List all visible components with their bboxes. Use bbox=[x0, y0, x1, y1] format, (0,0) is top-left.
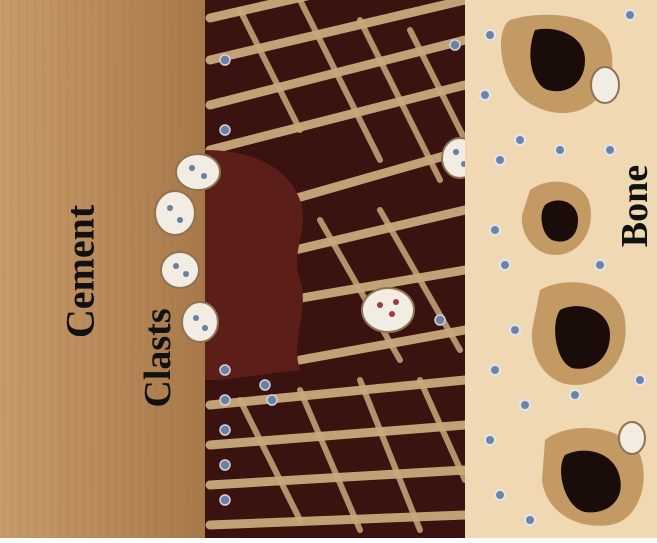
clast-cell bbox=[362, 288, 414, 332]
bone-label: Bone bbox=[613, 141, 657, 271]
clast-cell bbox=[155, 191, 195, 235]
clast-cell bbox=[161, 252, 199, 288]
clast-cell bbox=[176, 154, 220, 190]
clasts-label: Clasts bbox=[136, 288, 180, 428]
dentin-region bbox=[205, 0, 467, 538]
clast-cell bbox=[182, 302, 218, 342]
cement-label: Cement bbox=[57, 192, 104, 352]
